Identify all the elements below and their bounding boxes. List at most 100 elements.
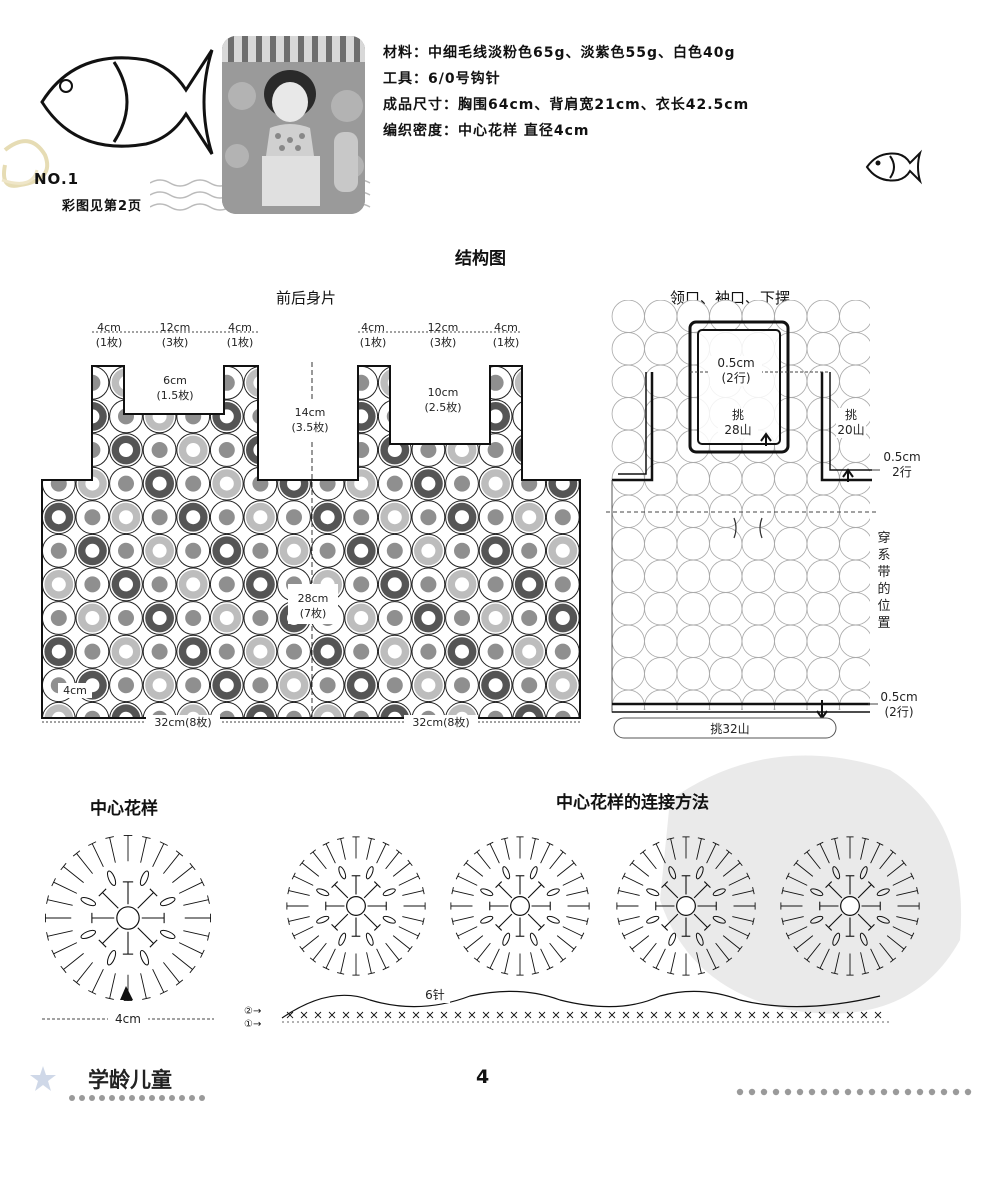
body-motif — [243, 500, 278, 535]
dim-neck-right-width: 12cm(3枚) — [427, 321, 459, 349]
dim-neck-right-depth: 10cm(2.5枚) — [414, 385, 472, 415]
right-armhole-inner — [829, 372, 872, 471]
row-2-marker: ②→ — [244, 1006, 261, 1017]
joining-chain: ②→ ①→ — [244, 990, 890, 1030]
body-motif — [142, 634, 177, 669]
footer-dot — [169, 1095, 175, 1101]
body-motif — [109, 533, 143, 568]
dim-half-left: 32cm(8枚) — [146, 715, 220, 730]
body-motif — [377, 567, 412, 602]
body-motif — [310, 634, 345, 669]
arm-arrow-icon — [842, 468, 854, 482]
body-motif — [75, 634, 110, 669]
body-motif — [545, 500, 580, 535]
body-motif — [512, 567, 547, 602]
trim-hem-pickup: 挑32山 — [710, 722, 750, 736]
pattern-number: NO.1 — [34, 170, 80, 188]
body-motif — [142, 466, 177, 501]
body-motif — [142, 433, 177, 467]
gauge-line: 编织密度：中心花样 直径4cm — [383, 123, 590, 139]
trim-hem-rows: 0.5cm(2行) — [880, 690, 918, 719]
body-motif — [377, 634, 412, 669]
body-motif — [277, 533, 311, 568]
body-motif — [176, 634, 211, 669]
body-motif — [209, 433, 244, 467]
body-motif — [243, 701, 278, 718]
body-motif — [109, 601, 143, 635]
footer-dot — [760, 1088, 768, 1096]
body-motif — [445, 567, 479, 602]
body-motif — [344, 634, 379, 669]
body-motif — [109, 466, 143, 501]
front-back-title: 前后身片 — [276, 289, 337, 307]
body-motif — [176, 668, 211, 703]
footer-dot — [928, 1088, 936, 1096]
body-motif — [209, 533, 244, 568]
body-motif — [377, 668, 412, 703]
body-motif — [277, 668, 311, 703]
tools-line: 工具：6/0号钩针 — [383, 71, 501, 87]
dim-strap-right: 4cm(1枚) — [359, 321, 387, 349]
footer-dot — [772, 1088, 780, 1096]
footer-dot — [179, 1095, 185, 1101]
right-armhole-line — [820, 372, 872, 482]
watermark-stamp — [660, 755, 962, 1014]
magazine-name: 学龄儿童 — [88, 1068, 172, 1092]
neckline-outer — [688, 320, 790, 454]
body-motif — [42, 701, 76, 718]
body-motif — [142, 668, 177, 703]
neck-arrow-icon — [760, 432, 772, 446]
body-motif — [42, 567, 76, 602]
body-motif — [478, 601, 513, 635]
size-line: 成品尺寸：胸围64cm、背肩宽21cm、衣长42.5cm — [383, 97, 750, 113]
body-motif — [109, 701, 143, 718]
body-outline — [41, 365, 581, 719]
footer-dot — [139, 1095, 145, 1101]
body-motif — [109, 634, 143, 669]
body-motif — [42, 500, 76, 535]
footer-dot — [109, 1095, 115, 1101]
small-fish-icon — [865, 149, 923, 185]
body-motif — [142, 701, 177, 718]
trim-neck-rows: 0.5cm(2行) — [710, 356, 762, 386]
body-motif — [310, 533, 345, 568]
footer-dot — [79, 1095, 85, 1101]
footer-dot — [69, 1095, 75, 1101]
body-motif — [478, 634, 513, 669]
child-photo — [222, 36, 365, 214]
footer-dot — [159, 1095, 165, 1101]
body-motif — [209, 567, 244, 602]
motif-title: 中心花样 — [90, 799, 158, 819]
footer-dot — [940, 1088, 948, 1096]
body-motif — [545, 634, 580, 669]
crochet-motif — [616, 836, 756, 976]
body-motif — [512, 500, 547, 535]
row-1-marker: ①→ — [244, 1019, 261, 1030]
body-motif — [243, 567, 278, 602]
fish-logo-icon — [40, 49, 214, 155]
body-motif — [411, 500, 446, 535]
footer-dot — [149, 1095, 155, 1101]
armhole-label-bg — [278, 400, 342, 440]
body-motif — [545, 701, 580, 718]
body-motif — [512, 701, 547, 718]
body-motif — [445, 668, 479, 703]
trim-circle-grid — [611, 300, 870, 710]
start-arrow-icon — [120, 986, 133, 1000]
body-motif — [310, 701, 345, 718]
footer-dot — [784, 1088, 792, 1096]
decorative-swirl — [1, 139, 50, 188]
dim-body-height: 28cm(7枚) — [297, 592, 329, 620]
body-motif — [142, 533, 177, 568]
body-motif — [411, 601, 446, 635]
body-motif — [277, 701, 311, 718]
footer-dot — [736, 1088, 744, 1096]
body-motif — [377, 500, 412, 535]
body-motif — [445, 634, 479, 669]
body-motif — [411, 466, 446, 501]
body-motif — [377, 533, 412, 568]
body-motif — [109, 500, 143, 535]
